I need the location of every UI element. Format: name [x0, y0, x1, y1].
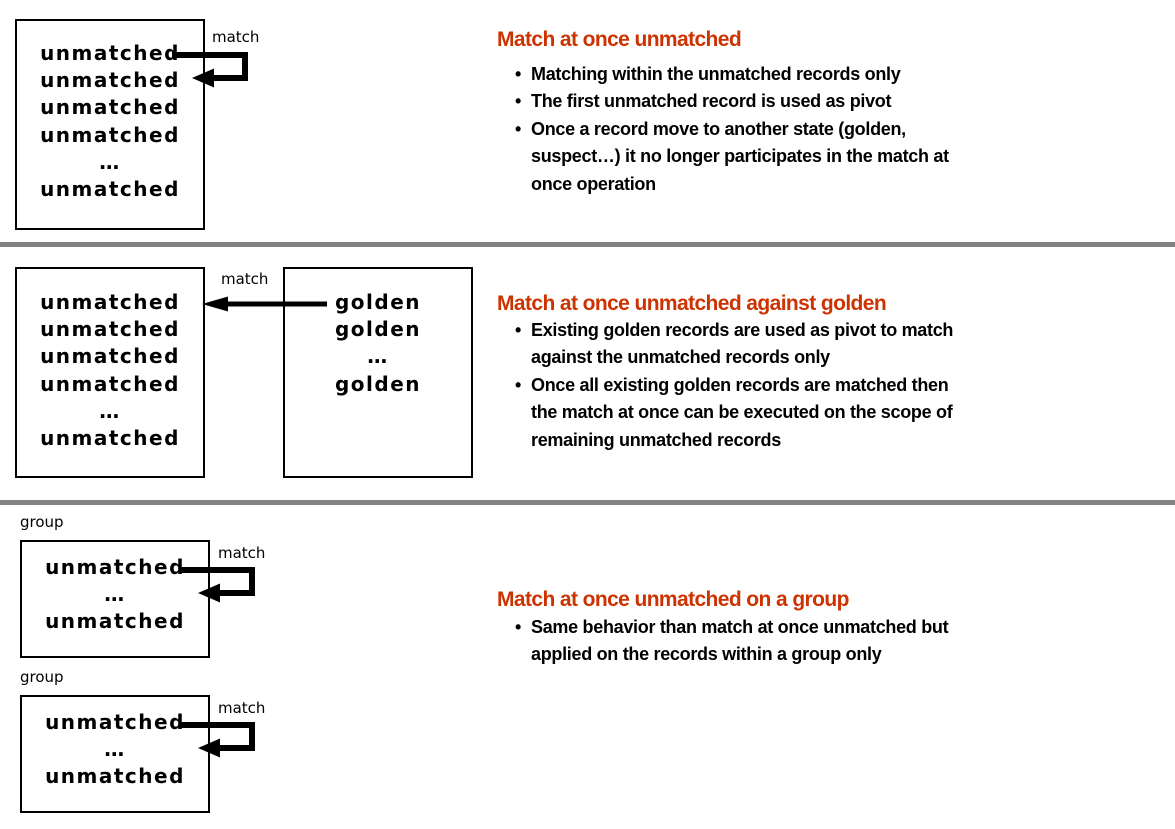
match-loop-arrow-icon: [172, 52, 248, 88]
list-item: • Once a record move to another state (g…: [497, 116, 1162, 198]
record-line: unmatched: [45, 710, 185, 734]
record-line: unmatched: [40, 122, 180, 147]
section-heading: Match at once unmatched on a group: [497, 588, 849, 611]
list-item: • Once all existing golden records are m…: [497, 372, 1162, 454]
bullet-icon: •: [515, 617, 522, 637]
record-line: golden: [334, 290, 422, 314]
match-label: match: [218, 699, 266, 717]
match-label: match: [221, 270, 269, 288]
group-label: group: [20, 513, 64, 531]
record-line: unmatched: [40, 425, 180, 450]
bullet-text: Once all existing golden records are mat…: [531, 374, 953, 450]
match-loop-arrow-icon: [180, 722, 255, 758]
record-line: unmatched: [40, 317, 180, 342]
bullet-list: • Matching within the unmatched records …: [497, 61, 1162, 198]
record-line: unmatched: [40, 371, 180, 396]
record-line: unmatched: [40, 290, 180, 314]
section-text: Match at once unmatched • Matching withi…: [497, 28, 1162, 198]
section-text: Match at once unmatched on a group • Sam…: [497, 588, 1162, 669]
unmatched-records-box: unmatched unmatched unmatched unmatched …: [15, 267, 205, 478]
bullet-text: Matching within the unmatched records on…: [531, 64, 901, 84]
record-line: unmatched: [40, 176, 180, 201]
record-line: unmatched: [45, 555, 185, 579]
record-line: golden: [334, 371, 422, 396]
record-line: unmatched: [40, 344, 180, 369]
section-divider: [0, 500, 1175, 505]
record-line: unmatched: [45, 764, 185, 789]
match-arrow-icon: [202, 296, 327, 312]
list-item: • Same behavior than match at once unmat…: [497, 614, 1162, 669]
group-records-box: unmatched … unmatched: [20, 540, 210, 658]
ellipsis-line: …: [99, 398, 121, 423]
ellipsis-line: …: [104, 737, 126, 762]
bullet-icon: •: [515, 64, 522, 84]
record-line: golden: [334, 317, 422, 342]
bullet-icon: •: [515, 91, 522, 112]
record-line: unmatched: [40, 95, 180, 120]
list-item: • Matching within the unmatched records …: [497, 61, 1162, 88]
group-records-box: unmatched … unmatched: [20, 695, 210, 813]
bullet-text: The first unmatched record is used as pi…: [531, 91, 892, 112]
bullet-icon: •: [515, 374, 522, 395]
record-line: unmatched: [45, 609, 185, 634]
group-label: group: [20, 668, 64, 686]
section-heading: Match at once unmatched: [497, 28, 742, 51]
section-text: Match at once unmatched against golden •…: [497, 292, 1162, 454]
ellipsis-line: …: [99, 149, 121, 174]
bullet-list: • Same behavior than match at once unmat…: [497, 614, 1162, 669]
bullet-list: • Existing golden records are used as pi…: [497, 317, 1162, 454]
list-item: • The first unmatched record is used as …: [497, 88, 1162, 115]
match-label: match: [212, 28, 260, 46]
section-heading: Match at once unmatched against golden: [497, 292, 887, 315]
match-label: match: [218, 544, 266, 562]
bullet-text: Same behavior than match at once unmatch…: [531, 617, 949, 665]
list-item: • Existing golden records are used as pi…: [497, 317, 1162, 372]
match-loop-arrow-icon: [180, 567, 255, 603]
record-line: unmatched: [40, 41, 180, 65]
record-line: unmatched: [40, 68, 180, 93]
section-divider: [0, 242, 1175, 247]
ellipsis-line: …: [367, 344, 389, 369]
ellipsis-line: …: [104, 582, 126, 607]
bullet-text: Once a record move to another state (gol…: [531, 118, 949, 194]
bullet-text: Existing golden records are used as pivo…: [531, 320, 954, 368]
bullet-icon: •: [515, 118, 522, 139]
bullet-icon: •: [515, 320, 522, 340]
